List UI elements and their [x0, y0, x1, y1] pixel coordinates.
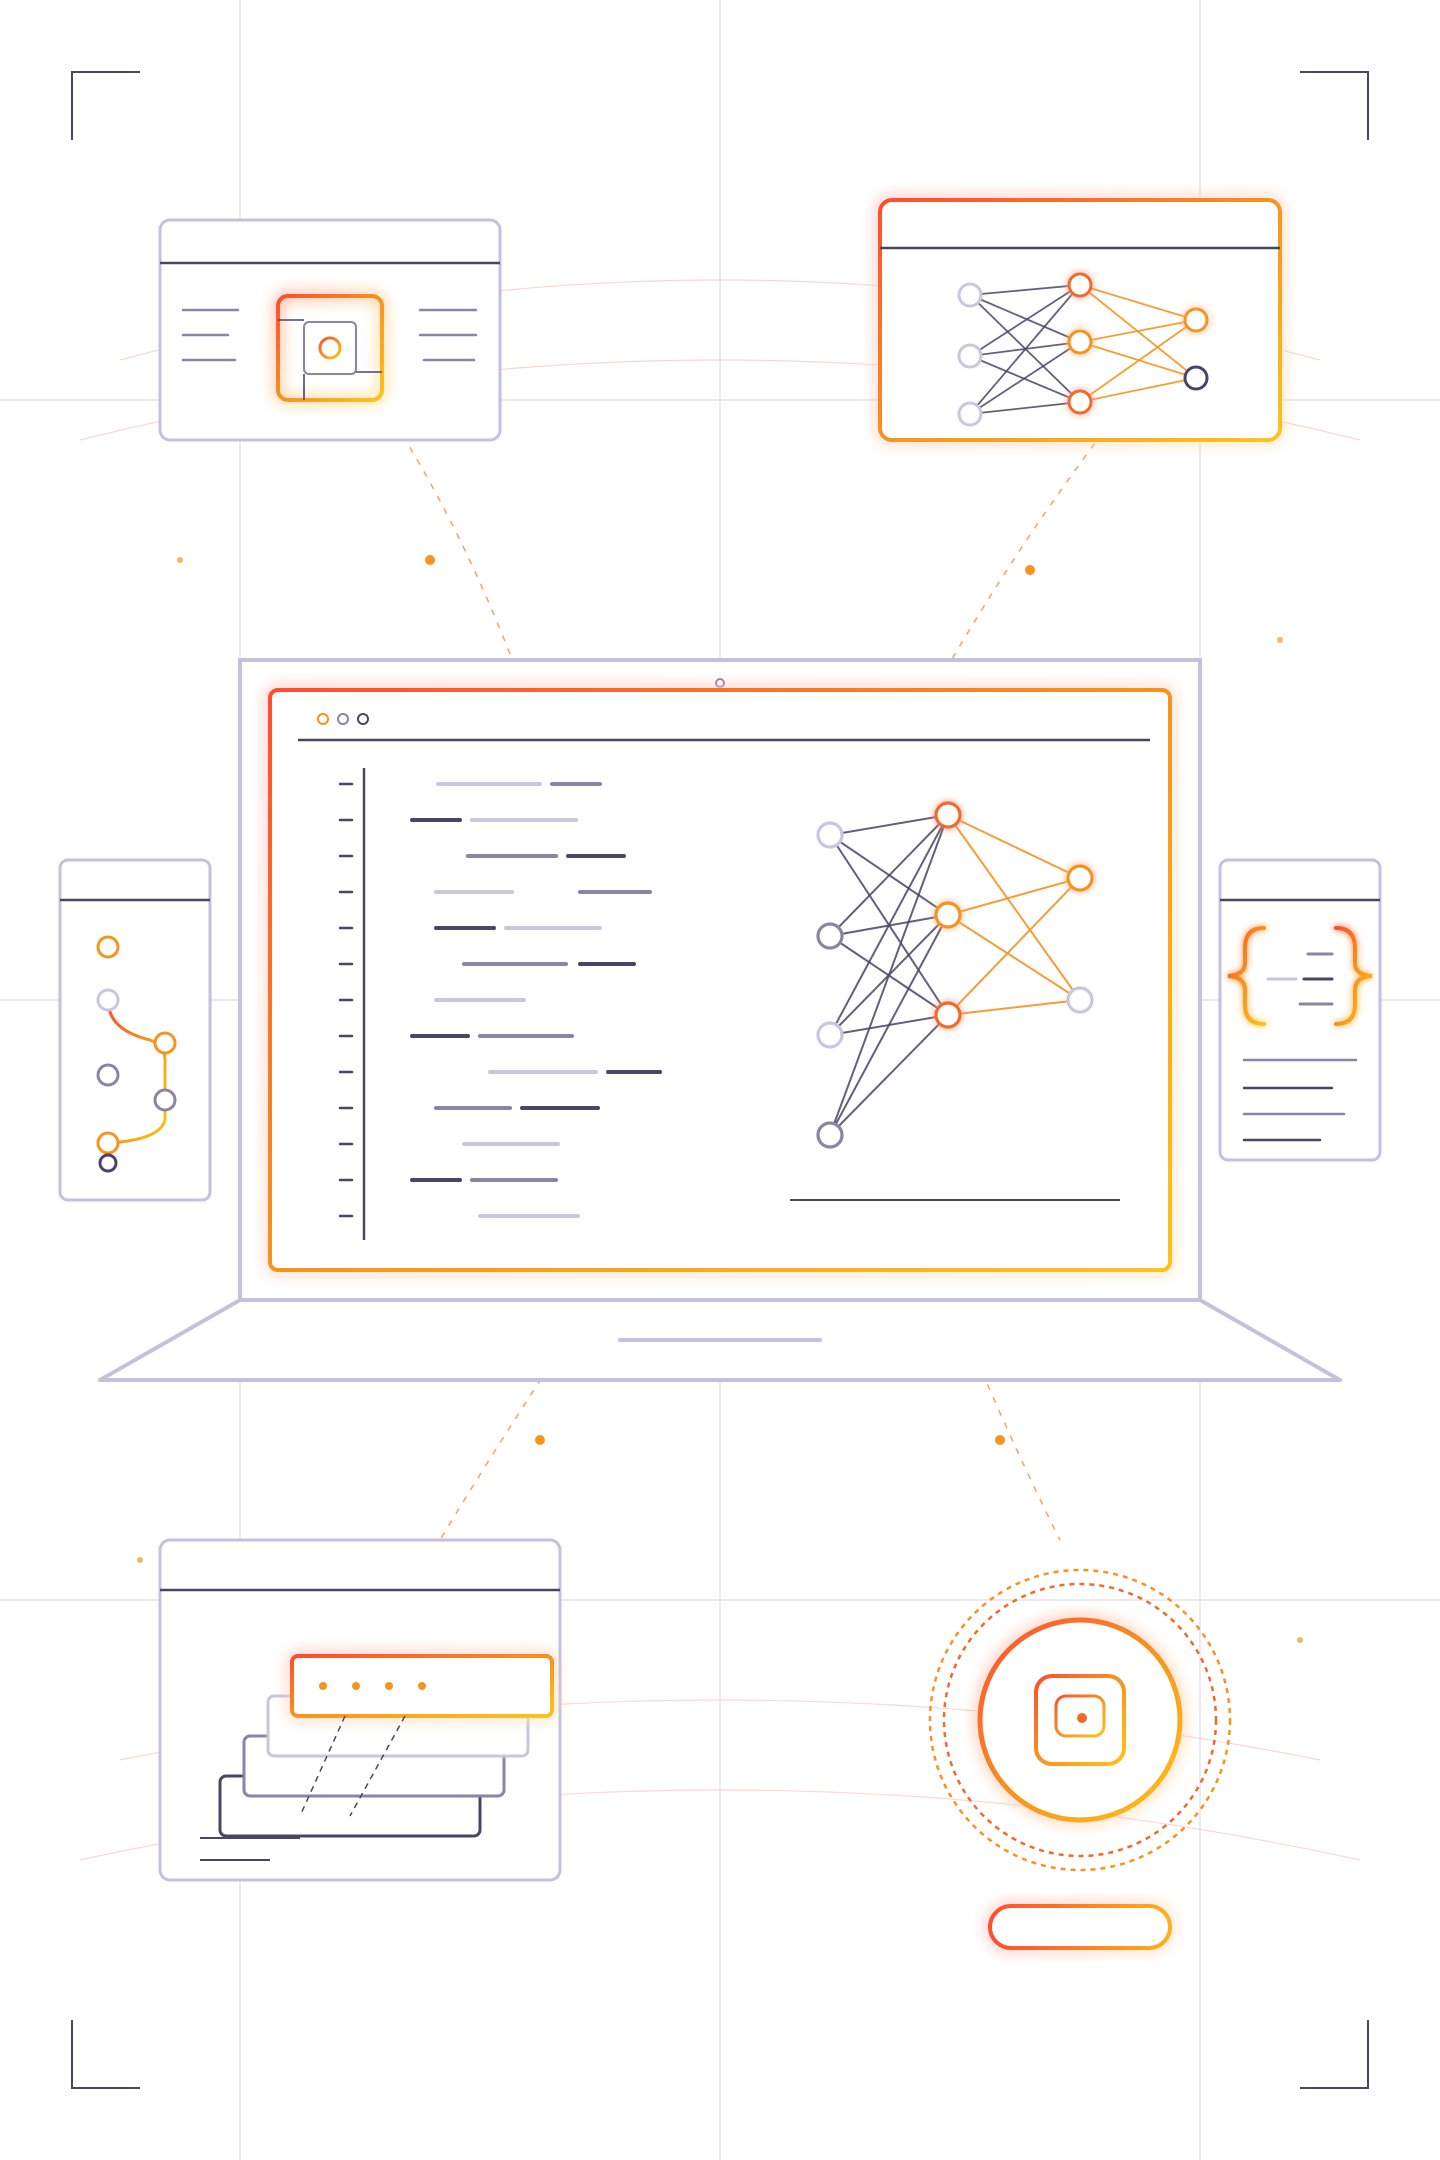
network-node: [816, 1021, 844, 1049]
network-edge: [947, 814, 1081, 1001]
network-node: [934, 901, 962, 929]
network-edge: [969, 341, 1081, 415]
network-node: [934, 1001, 962, 1029]
network-edge: [969, 284, 1081, 357]
network-edge: [829, 1014, 949, 1136]
code-editor-pane: [338, 782, 662, 1218]
network-edge: [1079, 319, 1197, 343]
network-edge: [829, 814, 949, 937]
network-edge: [969, 284, 1081, 415]
neural-network-large: [816, 801, 1094, 1149]
network-node: [1066, 986, 1094, 1014]
window-controls: [317, 713, 369, 725]
network-edge: [969, 401, 1081, 415]
code-braces-icon: [1218, 858, 1382, 1162]
neural-network-small: [957, 272, 1209, 427]
network-edge: [829, 814, 949, 836]
network-edge: [947, 999, 1081, 1016]
network-edge: [969, 284, 1081, 296]
network-node: [1067, 272, 1093, 298]
network-node: [816, 1121, 844, 1149]
laptop-screen-window: [268, 688, 1172, 1272]
network-edge: [1079, 284, 1197, 321]
network-node: [816, 922, 844, 950]
network-edge: [947, 877, 1081, 916]
network-node: [1183, 365, 1209, 391]
camera-target-icon: [928, 1568, 1232, 1950]
network-node: [1066, 864, 1094, 892]
network-edge: [969, 294, 1081, 343]
graph-panel-icon: [58, 858, 212, 1202]
network-edge: [829, 814, 949, 1036]
layout-window-icon: [158, 218, 502, 442]
network-edge: [947, 914, 1081, 1001]
neural-network-icon: [878, 198, 1282, 442]
corner-bracket-icon: [71, 71, 1369, 2089]
network-node: [934, 801, 962, 829]
network-edge: [947, 814, 1081, 879]
network-node: [816, 821, 844, 849]
network-node: [1067, 389, 1093, 415]
laptop-icon: [98, 658, 1342, 1382]
network-node: [957, 343, 983, 369]
network-node: [1183, 307, 1209, 333]
network-node: [1067, 329, 1093, 355]
network-node: [957, 401, 983, 427]
network-edge: [1079, 377, 1197, 403]
network-edge: [1079, 319, 1197, 403]
network-edge: [829, 814, 949, 1136]
network-edge: [829, 914, 949, 1136]
network-edge: [947, 877, 1081, 1016]
network-node: [957, 282, 983, 308]
stacked-layers-icon: [158, 1538, 562, 1882]
